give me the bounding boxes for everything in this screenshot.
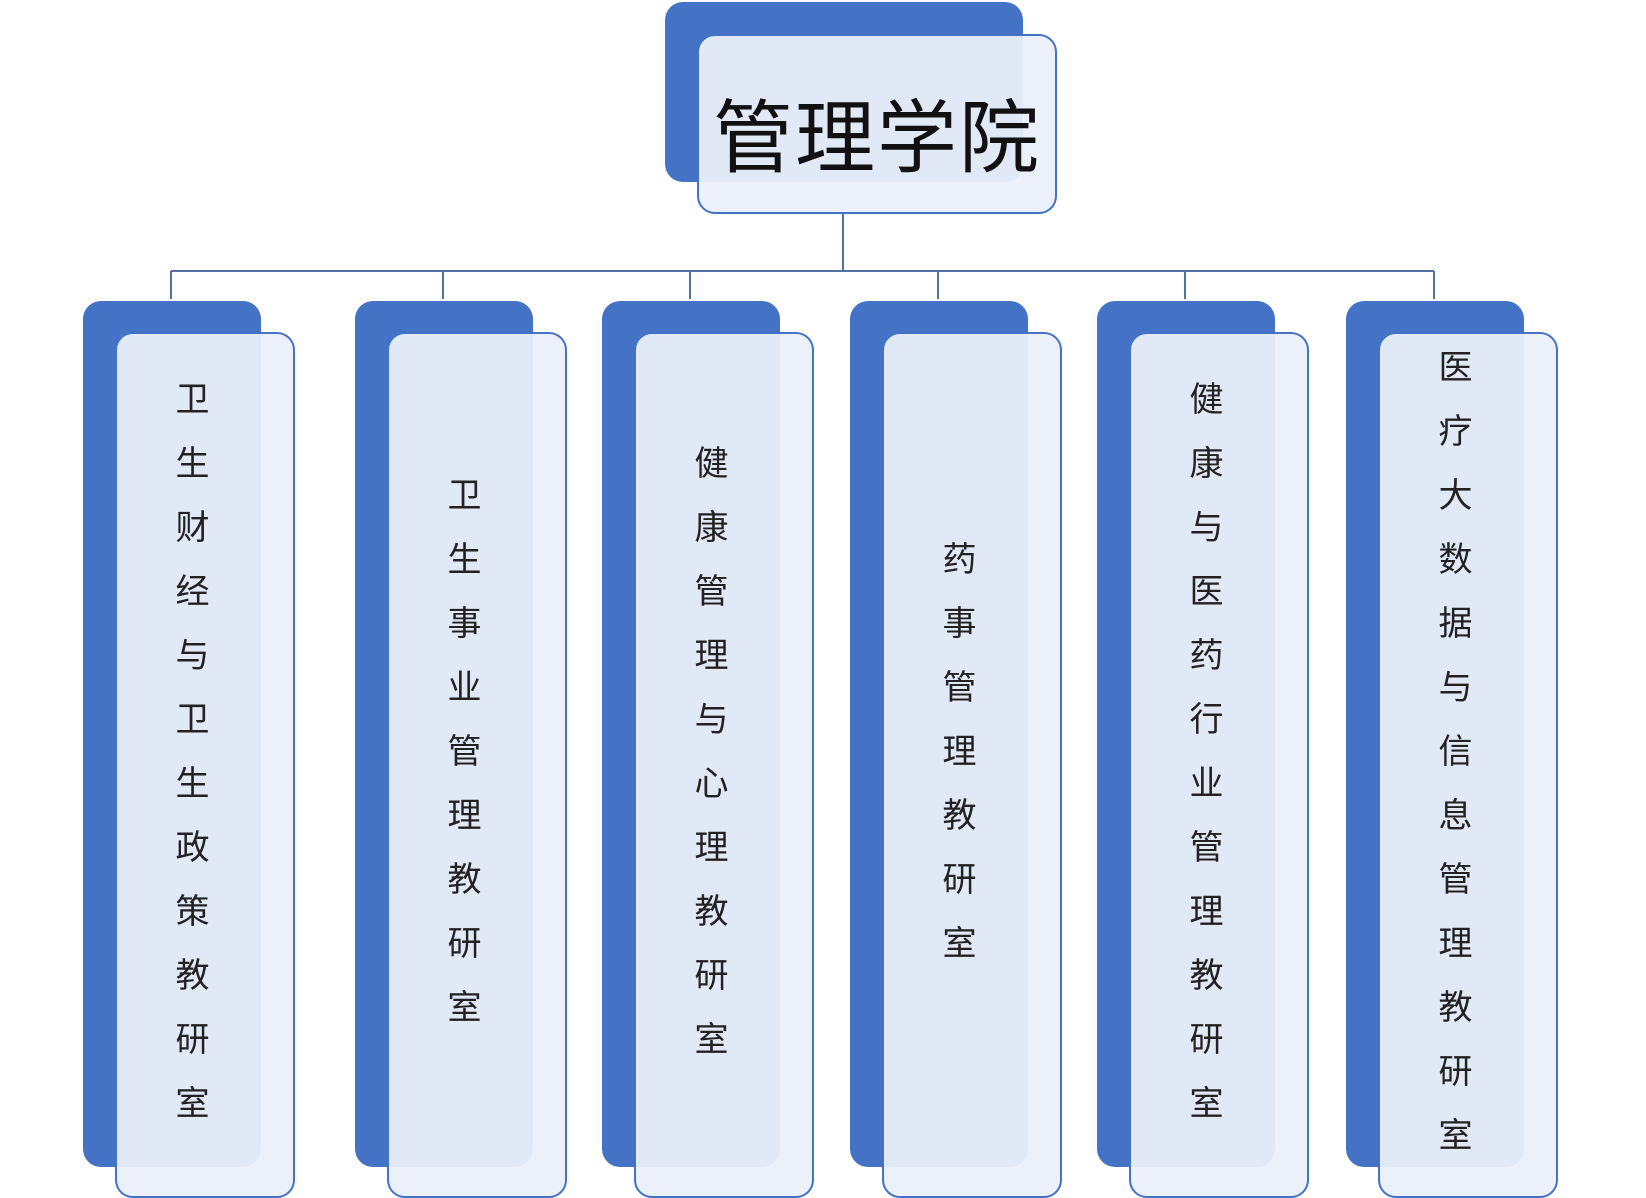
department-node-card: 药事管理教研室 bbox=[882, 332, 1062, 1198]
department-node-card: 卫生财经与卫生政策教研室 bbox=[115, 332, 295, 1198]
department-node-label: 卫生财经与卫生政策教研室 bbox=[169, 381, 209, 1149]
department-node-label: 药事管理教研室 bbox=[936, 541, 976, 989]
department-node-label: 健康与医药行业管理教研室 bbox=[1183, 381, 1223, 1149]
department-node-card: 健康管理与心理教研室 bbox=[634, 332, 814, 1198]
department-node-label: 卫生事业管理教研室 bbox=[441, 477, 481, 1053]
department-node-label: 医疗大数据与信息管理教研室 bbox=[1432, 349, 1472, 1181]
department-node-card: 医疗大数据与信息管理教研室 bbox=[1378, 332, 1558, 1198]
department-node-card: 卫生事业管理教研室 bbox=[387, 332, 567, 1198]
department-node-card: 健康与医药行业管理教研室 bbox=[1129, 332, 1309, 1198]
root-node-card: 管理学院 bbox=[697, 34, 1057, 214]
root-node-label: 管理学院 bbox=[713, 92, 1041, 185]
department-node-label: 健康管理与心理教研室 bbox=[688, 445, 728, 1085]
